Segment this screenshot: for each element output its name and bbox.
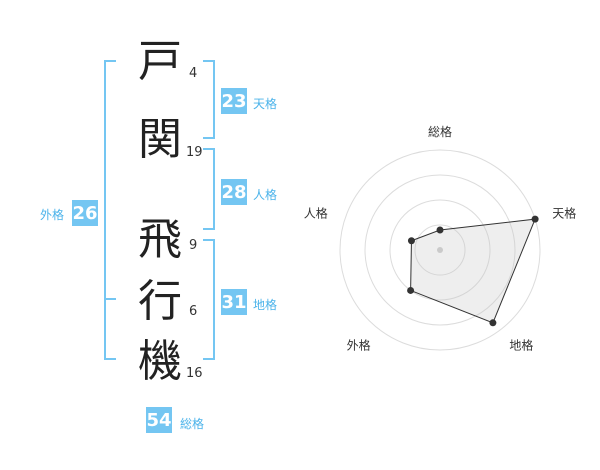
- stroke-count-5: 16: [186, 366, 203, 381]
- radar-axis-label-1: 総格: [428, 124, 452, 139]
- jinkaku-label: 人格: [253, 188, 278, 202]
- gaikaku-label: 外格: [40, 208, 65, 222]
- soukaku-label: 総格: [180, 417, 205, 431]
- stroke-count-3: 9: [189, 238, 198, 253]
- tenkaku-bracket: [203, 60, 215, 139]
- chikaku-label: 地格: [253, 298, 278, 312]
- radar-series-area: [410, 218, 536, 324]
- radar-center: [437, 247, 443, 253]
- name-char-3: 飛: [138, 214, 182, 265]
- radar-point-4: [407, 286, 415, 294]
- jinkaku-bracket: [203, 148, 215, 230]
- radar-axis-label-2: 天格: [552, 206, 576, 221]
- chikaku-bracket: [203, 239, 215, 360]
- radar-ring: [389, 199, 491, 301]
- stroke-count-1: 4: [189, 66, 198, 81]
- name-char-1: 戸: [138, 36, 182, 87]
- radar-ring: [414, 224, 466, 276]
- tenkaku-label: 天格: [253, 97, 278, 111]
- jinkaku-badge: 28: [221, 179, 247, 205]
- soukaku-badge: 54: [146, 407, 172, 433]
- radar-axis-label-5: 人格: [304, 206, 328, 221]
- radar-axis-label-4: 外格: [347, 337, 371, 352]
- name-char-2: 関: [138, 114, 182, 165]
- gaikaku-badge: 26: [72, 200, 98, 226]
- radar-ring: [339, 149, 541, 351]
- radar-ring: [364, 174, 516, 326]
- radar-point-5: [407, 237, 415, 245]
- chikaku-badge: 31: [221, 289, 247, 315]
- gaikaku-bracket: [104, 60, 116, 360]
- radar-point-3: [489, 319, 497, 327]
- name-char-5: 機: [138, 336, 182, 387]
- radar-point-2: [531, 215, 539, 223]
- radar-point-1: [436, 226, 444, 234]
- name-char-4: 行: [138, 276, 182, 327]
- stroke-count-4: 6: [189, 304, 198, 319]
- stroke-count-2: 19: [186, 145, 203, 160]
- tenkaku-badge: 23: [221, 88, 247, 114]
- gaikaku-bracket-midtick: [104, 298, 116, 300]
- radar-axis-label-3: 地格: [509, 337, 533, 352]
